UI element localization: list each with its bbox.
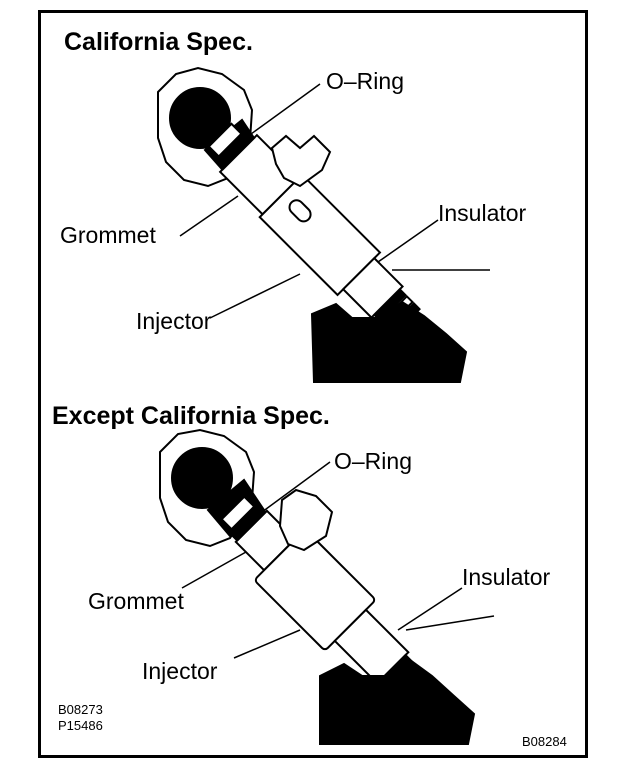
grommet-band <box>217 132 256 171</box>
cylinder-head <box>310 300 468 383</box>
bottom-oring-label: O–Ring <box>334 448 412 474</box>
delivery-pipe-bore <box>169 87 231 149</box>
oring-band <box>207 122 243 158</box>
california-injector-assembly <box>157 66 468 383</box>
cylinder-head <box>319 658 476 745</box>
bottom-title: Except California Spec. <box>52 402 330 430</box>
top-leaders <box>179 83 490 319</box>
top-grommet-label: Grommet <box>60 222 156 248</box>
top-title: California Spec. <box>64 28 253 56</box>
except-california-injector-assembly <box>159 428 476 745</box>
bottom-insulator-label: Insulator <box>462 564 551 590</box>
window-slot <box>288 199 312 223</box>
code-b08273: B08273 <box>58 702 103 717</box>
delivery-pipe-bore <box>171 447 233 509</box>
bottom-injector-label: Injector <box>142 658 218 684</box>
code-b08284: B08284 <box>522 734 567 749</box>
figure-frame <box>38 10 588 758</box>
top-insulator-label: Insulator <box>438 200 527 226</box>
connector <box>278 488 334 552</box>
connector <box>270 134 332 188</box>
bottom-leaders <box>181 461 495 659</box>
oring-band <box>220 495 256 531</box>
top-injector-label: Injector <box>136 308 212 334</box>
bottom-grommet-label: Grommet <box>88 588 184 614</box>
code-p15486: P15486 <box>58 718 103 733</box>
top-oring-label: O–Ring <box>326 68 404 94</box>
